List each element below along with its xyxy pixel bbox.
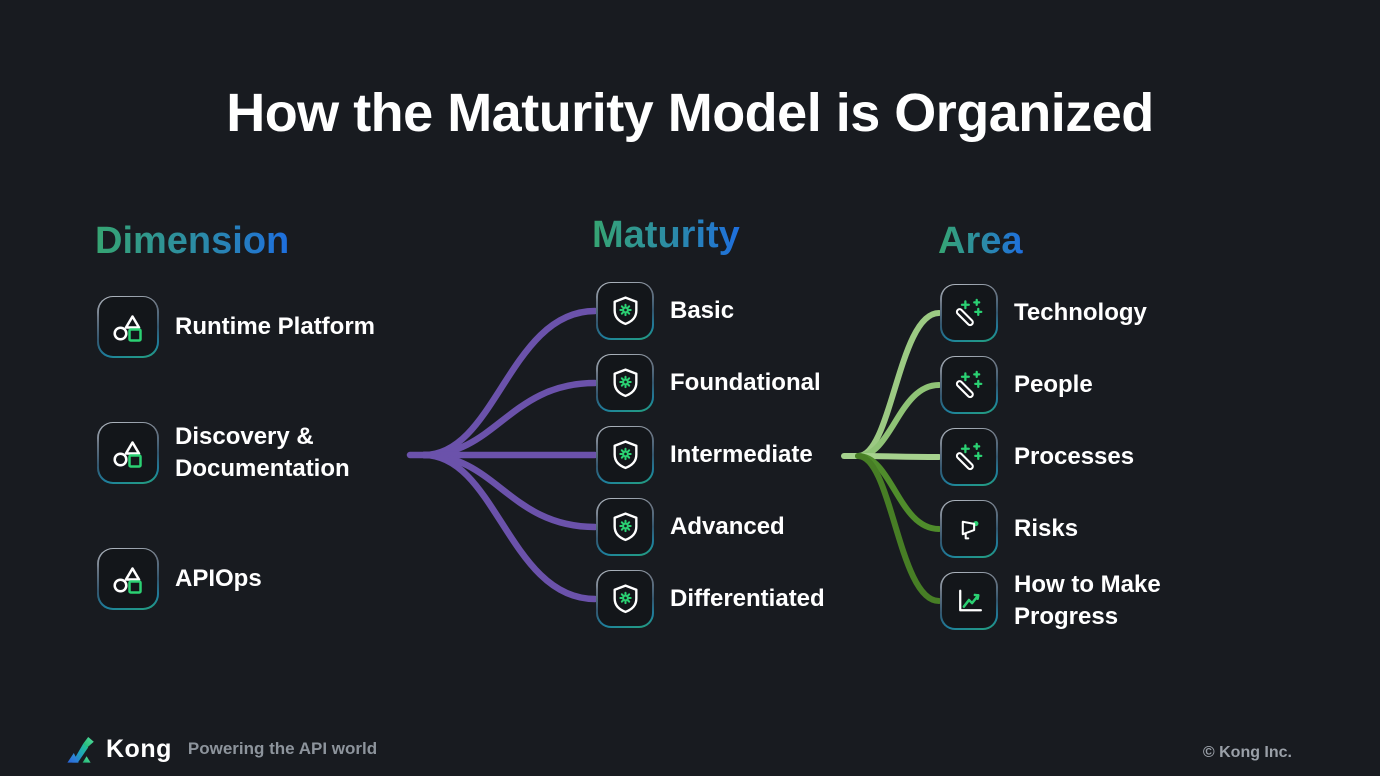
- magic-wand-icon: [940, 283, 998, 342]
- item-label: Risks: [1014, 514, 1079, 542]
- trend-chart-icon: [940, 571, 998, 630]
- footer-brand-bar: Kong Powering the API world: [64, 733, 377, 765]
- magic-wand-icon: [940, 355, 998, 414]
- item-processes: Processes: [940, 427, 1161, 486]
- item-people: People: [940, 355, 1161, 414]
- dimension-to-maturity-line-5: [420, 451, 599, 603]
- dimension-items: Runtime Platform Discovery & Documentati…: [97, 295, 376, 610]
- maturity-to-area-line-4: [855, 453, 942, 532]
- brand-name: Kong: [106, 734, 172, 763]
- copyright-text: © Kong Inc.: [1202, 744, 1292, 761]
- item-label: How to Make Progress: [1014, 570, 1161, 630]
- item-basic: Basic: [596, 281, 825, 340]
- column-dimension: Dimension Runtime Platform Discovery & D…: [95, 220, 375, 610]
- item-advanced: Advanced: [596, 497, 825, 556]
- item-label: Discovery & Documentation: [175, 422, 350, 482]
- magic-wand-icon: [940, 427, 998, 486]
- shield-gear-icon: [596, 425, 654, 484]
- column-maturity: Maturity Basic Foundational Intermediate: [592, 214, 825, 628]
- item-differentiated: Differentiated: [596, 569, 825, 628]
- megaphone-icon: [940, 499, 998, 558]
- shapes-icon: [97, 547, 159, 610]
- item-foundational: Foundational: [596, 353, 825, 412]
- shapes-icon: [97, 421, 159, 484]
- brand-tagline: Powering the API world: [187, 739, 378, 758]
- item-runtime-platform: Runtime Platform: [97, 295, 376, 358]
- area-items: Technology People Processes Risks How to…: [940, 283, 1161, 630]
- item-label: People: [1014, 370, 1093, 398]
- item-risks: Risks: [940, 499, 1161, 558]
- item-label: Intermediate: [670, 440, 813, 468]
- dimension-to-maturity-line-4: [420, 451, 599, 531]
- item-label: Technology: [1014, 298, 1147, 326]
- dimension-to-maturity-line-2: [420, 379, 599, 459]
- shield-gear-icon: [596, 353, 654, 412]
- item-discovery-documentation: Discovery & Documentation: [97, 421, 375, 484]
- shield-gear-icon: [596, 497, 654, 556]
- maturity-to-area-line-2: [855, 382, 942, 459]
- maturity-to-area-line-1: [855, 310, 942, 459]
- item-label: APIOps: [175, 564, 262, 592]
- item-apiops: APIOps: [97, 547, 375, 610]
- item-technology: Technology: [940, 283, 1161, 342]
- maturity-to-area-line-3: [855, 453, 942, 460]
- maturity-to-area-line-5: [855, 453, 942, 604]
- item-label: Processes: [1014, 442, 1135, 470]
- shield-gear-icon: [596, 569, 654, 628]
- page-title: How the Maturity Model is Organized: [226, 83, 1154, 143]
- item-intermediate: Intermediate: [596, 425, 825, 484]
- item-label: Differentiated: [670, 584, 825, 612]
- item-label: Runtime Platform: [175, 312, 376, 340]
- maturity-items: Basic Foundational Intermediate Advanced: [596, 281, 825, 628]
- item-label: Advanced: [670, 512, 785, 540]
- column-header-area: Area: [938, 220, 1023, 262]
- shield-gear-icon: [596, 281, 654, 340]
- column-area: Area Technology People Processes: [938, 220, 1161, 630]
- kong-logo-icon: [64, 733, 98, 765]
- dimension-to-maturity-line-1: [420, 307, 599, 459]
- column-header-dimension: Dimension: [95, 220, 290, 262]
- shapes-icon: [97, 295, 159, 358]
- item-how-to-make-progress: How to Make Progress: [940, 570, 1161, 630]
- column-header-maturity: Maturity: [592, 214, 740, 256]
- item-label: Foundational: [670, 368, 821, 396]
- item-label: Basic: [670, 296, 735, 324]
